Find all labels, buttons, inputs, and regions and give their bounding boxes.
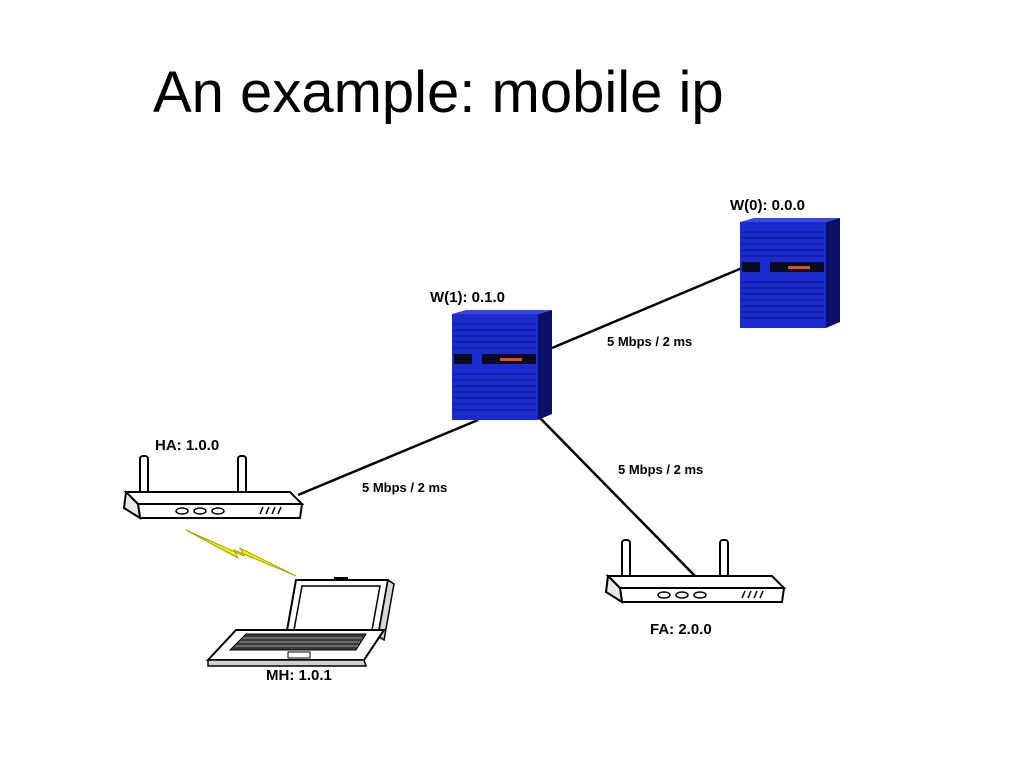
link-label-w1-w0: 5 Mbps / 2 ms xyxy=(607,334,692,349)
router-fa: FA: 2.0.0 xyxy=(605,539,785,638)
node-label-w0: W(0): 0.0.0 xyxy=(730,197,805,214)
link-w1-fa xyxy=(539,417,696,577)
link-label-w1-ha: 5 Mbps / 2 ms xyxy=(362,480,447,495)
slide-title: An example: mobile ip xyxy=(153,60,724,125)
laptop-icon xyxy=(205,577,395,667)
link-w1-w0 xyxy=(551,266,743,350)
server-w1: W(1): 0.1.0 xyxy=(430,289,553,421)
node-label-mh: MH: 1.0.1 xyxy=(266,667,332,684)
link-label-w1-fa: 5 Mbps / 2 ms xyxy=(618,462,703,477)
laptop-mh: MH: 1.0.1 xyxy=(205,577,395,684)
link-w1-ha xyxy=(297,418,479,497)
node-label-ha: HA: 1.0.0 xyxy=(155,437,219,454)
server-w0: W(0): 0.0.0 xyxy=(730,197,841,329)
wireless-router-icon xyxy=(123,455,303,519)
wireless-router-icon xyxy=(605,539,785,603)
lightning-bolt-icon xyxy=(185,529,297,577)
server-icon xyxy=(451,309,553,421)
node-label-w1: W(1): 0.1.0 xyxy=(430,289,505,306)
router-ha: HA: 1.0.0 xyxy=(123,437,303,519)
node-label-fa: FA: 2.0.0 xyxy=(650,621,712,638)
server-icon xyxy=(739,217,841,329)
